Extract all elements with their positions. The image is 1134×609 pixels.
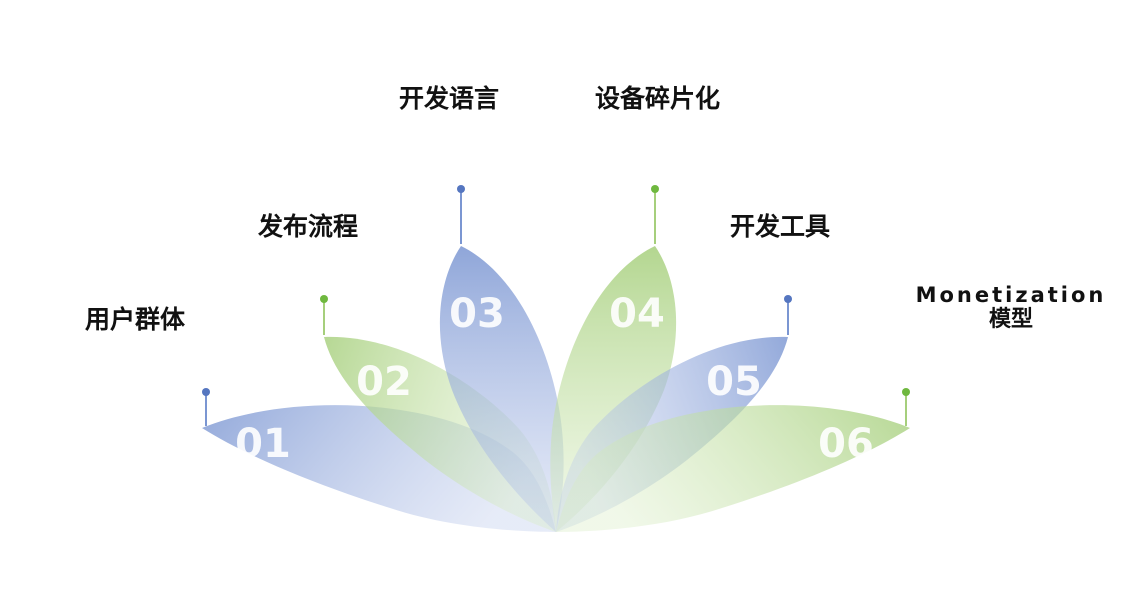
label-03: 开发语言 [399,84,499,114]
label-06-line2: 模型 [906,307,1116,333]
label-02: 发布流程 [258,212,358,242]
petal-04-number: 04 [609,291,665,337]
petal-03-number: 03 [449,291,505,337]
petal-06-number: 06 [818,421,874,467]
petal-05-number: 05 [706,359,762,405]
petal-02-number: 02 [356,359,412,405]
petal-06-dot [902,388,910,396]
petal-02-dot [320,295,328,303]
petal-04-dot [651,185,659,193]
petal-03-dot [457,185,465,193]
petal-01-dot [202,388,210,396]
petal-05-dot [784,295,792,303]
label-06: Monetization 模型 [906,283,1116,333]
label-06-line1: Monetization [906,283,1116,307]
petal-01-number: 01 [235,421,291,467]
label-04: 设备碎片化 [595,84,720,114]
label-01: 用户群体 [85,305,185,335]
label-05: 开发工具 [730,212,830,242]
